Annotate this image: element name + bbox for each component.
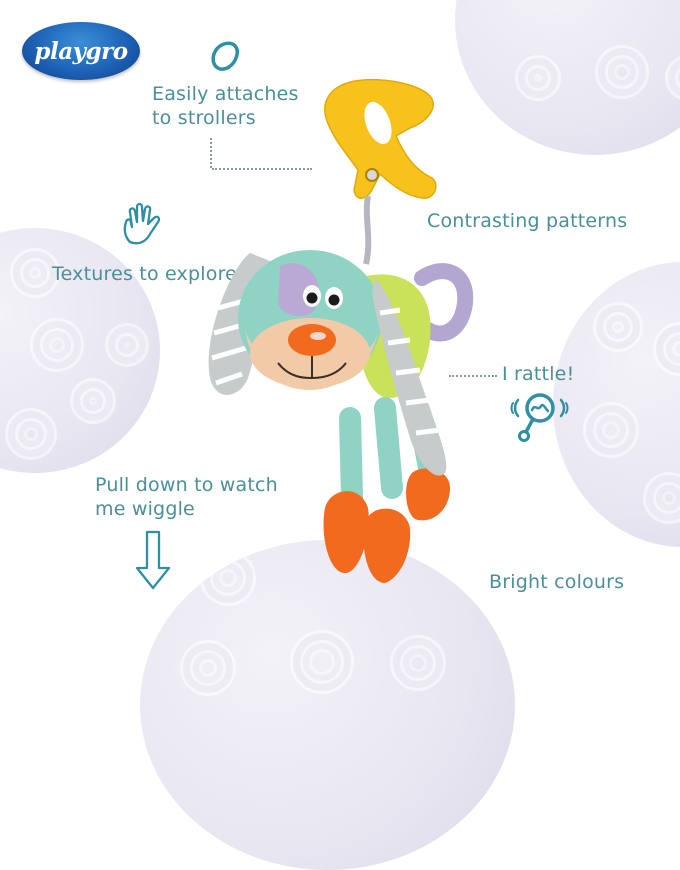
playgro-logo: playgro — [22, 22, 140, 80]
hand-icon — [123, 202, 161, 245]
product-toy-image — [208, 78, 474, 583]
feature-attach: Easily attaches to strollers — [152, 83, 299, 129]
leader-line-attach-h — [212, 168, 312, 170]
rattle-icon — [510, 393, 569, 442]
logo-text: playgro — [34, 37, 128, 65]
stroller-clip — [324, 78, 437, 199]
feature-pull-down: Pull down to watch me wiggle — [95, 474, 278, 520]
feature-rattle: I rattle! — [502, 363, 575, 385]
feature-textures: Textures to explore — [52, 263, 238, 285]
leader-line-rattle — [449, 375, 497, 377]
ring-icon — [211, 41, 239, 71]
leader-line-attach — [210, 138, 212, 168]
down-arrow-icon — [135, 530, 171, 590]
feature-patterns: Contrasting patterns — [427, 210, 628, 232]
feature-bright-colours: Bright colours — [489, 571, 625, 593]
